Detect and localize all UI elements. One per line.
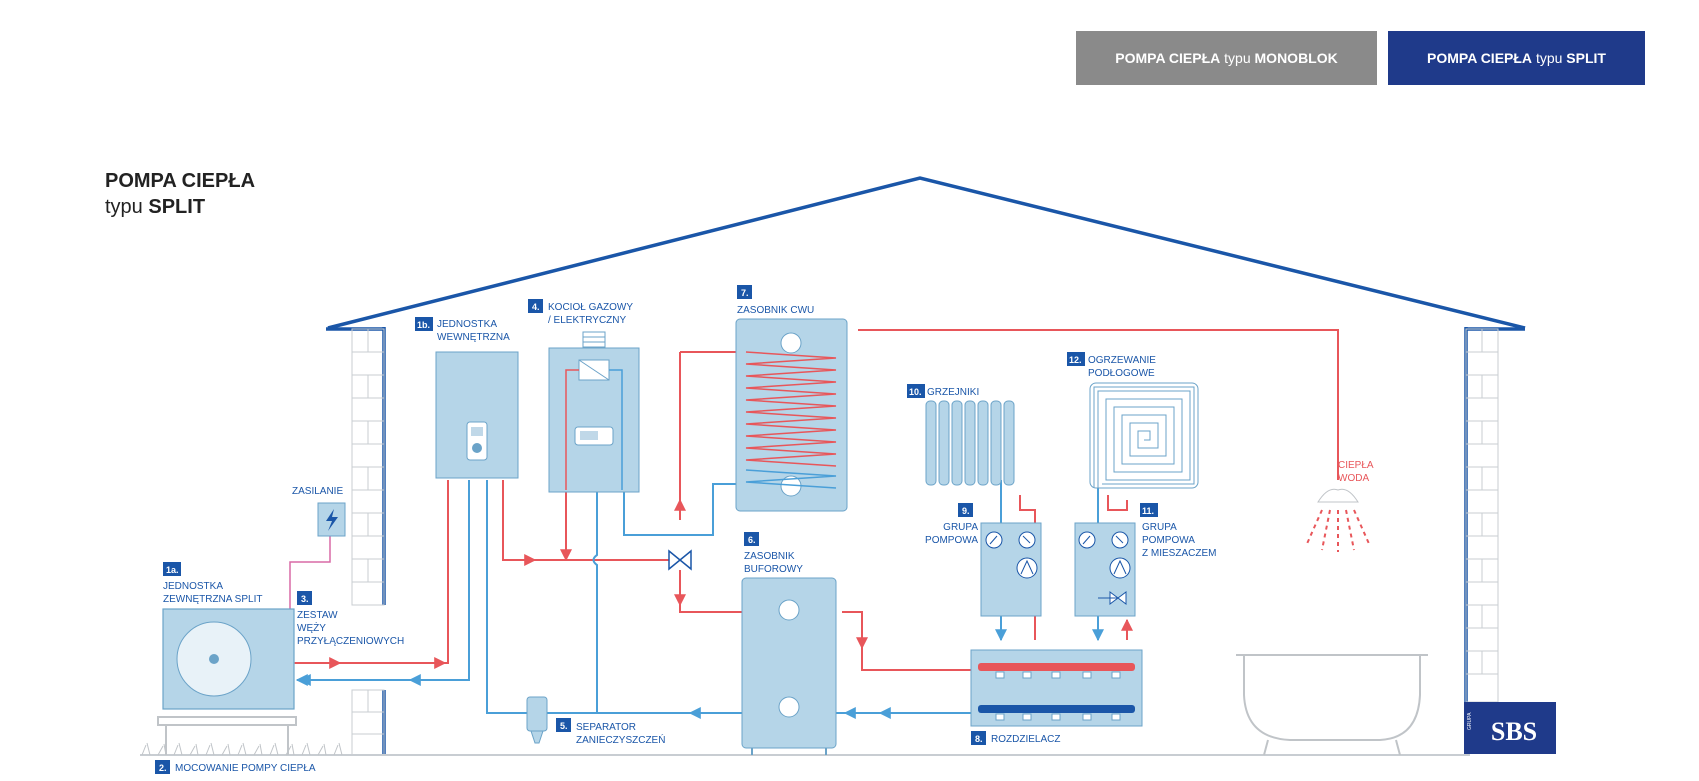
page-title-line1: POMPA CIEPŁA [105,170,256,192]
label-5-num: 5. [560,721,568,731]
right-wall-bricks [1465,328,1499,703]
tab-monoblok[interactable]: POMPA CIEPŁA typu MONOBLOK [1076,31,1377,85]
label-1a-line2: ZEWNĘTRZNA SPLIT [163,594,262,605]
label-4-line1: KOCIOŁ GAZOWY [548,302,633,313]
page-title: POMPA CIEPŁA typu SPLIT [105,168,255,220]
label-5-line2: ZANIECZYSZCZEŃ [576,733,665,746]
label-9-line1: GRUPA [943,522,978,533]
radiator [925,400,1015,486]
label-3-line2: WĘŻY [297,621,326,634]
label-3-num: 3. [301,594,309,604]
label-ciepla-line2: WODA [1338,473,1369,484]
label-10-num: 10. [909,387,922,397]
grass [141,742,343,756]
tab-split-prefix: POMPA CIEPŁA [1427,50,1533,66]
power-box [317,502,346,537]
label-12-line1: OGRZEWANIE [1088,355,1156,366]
label-8-text: ROZDZIELACZ [991,734,1060,745]
outdoor-unit [162,608,295,710]
tab-monoblok-mid: typu [1224,50,1251,66]
labels: 1a. JEDNOSTKA ZEWNĘTRZNA SPLIT 1b. JEDNO… [155,285,1374,774]
label-11-num: 11. [1142,506,1154,516]
lightning-icon [326,509,338,531]
label-1a-line1: JEDNOSTKA [163,581,223,592]
label-ciepla-line1: CIEPŁA [1338,460,1374,471]
label-12-num: 12. [1069,355,1082,365]
label-9-num: 9. [962,506,970,516]
indoor-unit [435,351,519,479]
label-7-text: ZASOBNIK CWU [737,305,814,316]
left-wall-bricks [351,328,385,756]
tab-monoblok-prefix: POMPA CIEPŁA [1115,50,1221,66]
label-zasilanie: ZASILANIE [292,486,343,497]
logo-small-text: GRUPA [1467,712,1473,730]
label-1b-line2: WEWNĘTRZNA [437,332,510,343]
page-title-prefix: typu [105,196,143,218]
logo-text: SBS [1491,717,1537,746]
dirt-separator [526,696,548,744]
label-4-line2: / ELEKTRYCZNY [548,315,626,326]
label-10-text: GRZEJNIKI [927,387,979,398]
label-1b-line1: JEDNOSTKA [437,319,497,330]
label-6-line1: ZASOBNIK [744,551,795,562]
floor-heating [1089,382,1199,489]
label-7-num: 7. [741,288,749,298]
tab-split-bold: SPLIT [1566,50,1606,66]
label-6-num: 6. [748,535,756,545]
label-11-line3: Z MIESZACZEM [1142,548,1216,559]
label-1a-num: 1a. [166,565,179,575]
label-6-line2: BUFOROWY [744,564,803,575]
label-3-line1: ZESTAW [297,610,338,621]
label-3-line3: PRZYŁĄCZENIOWYCH [297,636,404,647]
label-11-line1: GRUPA [1142,522,1177,533]
label-4-num: 4. [532,302,540,312]
label-2-num: 2. [159,763,167,773]
shower [1305,488,1371,552]
label-5-line1: SEPARATOR [576,722,636,733]
sbs-logo: GRUPA SBS [1464,702,1556,754]
label-1b-num: 1b. [417,320,430,330]
three-way-valve [668,549,692,571]
mounting-stand [157,716,297,755]
label-12-line2: PODŁOGOWE [1088,368,1155,379]
label-11-line2: POMPOWA [1142,535,1195,546]
tab-split[interactable]: POMPA CIEPŁA typu SPLIT [1388,31,1645,85]
page-title-bold: SPLIT [148,196,206,218]
tab-monoblok-bold: MONOBLOK [1254,50,1338,66]
label-8-num: 8. [975,734,983,744]
manifold [970,649,1143,727]
bathtub [1236,654,1428,756]
pump-group-mixer [1074,522,1136,617]
pump-group [980,522,1042,617]
label-9-line2: POMPOWA [925,535,978,546]
label-2-text: MOCOWANIE POMPY CIEPŁA [175,763,316,774]
buffer-tank [741,577,837,755]
hot-water-tank [735,318,848,512]
tab-split-mid: typu [1535,50,1563,66]
gas-boiler [548,331,640,493]
